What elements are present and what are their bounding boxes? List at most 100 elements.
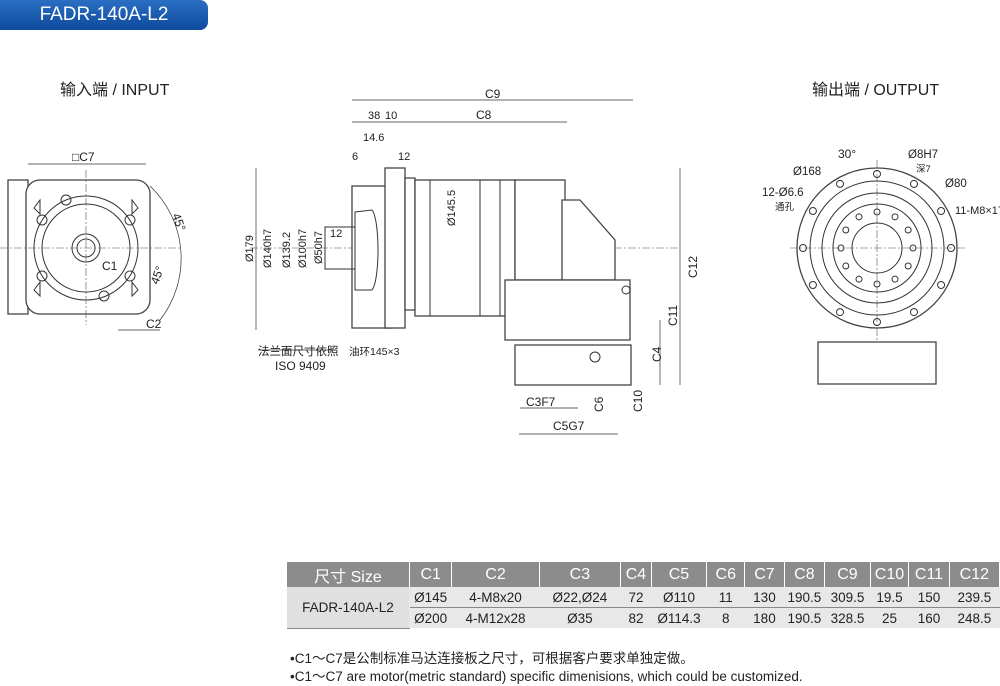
threaded-hole bbox=[904, 262, 912, 270]
threaded-hole bbox=[855, 275, 863, 283]
table-cell-c2: 4-M12x28 bbox=[451, 607, 540, 628]
dimension-table: 尺寸 Size C1 C2 C3 C4 C5 C6 C7 C8 C9 C10 C… bbox=[287, 562, 1000, 629]
table-cell-c2: 4-M8x20 bbox=[451, 587, 540, 608]
flange-note: 法兰面尺寸依照 bbox=[258, 344, 339, 358]
dim-14-6: 14.6 bbox=[363, 132, 384, 144]
pin-depth: 深7 bbox=[916, 164, 931, 175]
threaded-hole bbox=[891, 275, 899, 283]
header-c9: C9 bbox=[824, 562, 871, 587]
table-cell-c11: 160 bbox=[908, 607, 950, 628]
table-cell-c11: 150 bbox=[908, 587, 950, 608]
mounting-hole bbox=[910, 308, 918, 317]
mounting-hole bbox=[910, 179, 918, 188]
output-view: 30° Ø8H7 深7 Ø168 12-Ø6.6 通孔 Ø80 11-M8×17 bbox=[762, 147, 1000, 385]
threaded-hole bbox=[873, 280, 881, 288]
header-c8: C8 bbox=[784, 562, 826, 587]
threaded-hole bbox=[891, 213, 899, 221]
d168-label: Ø168 bbox=[793, 166, 821, 178]
c6-label: C6 bbox=[592, 396, 606, 412]
iso-note: ISO 9409 bbox=[275, 359, 326, 373]
d80-label: Ø80 bbox=[945, 178, 967, 190]
header-c10: C10 bbox=[870, 562, 910, 587]
angle-30: 30° bbox=[838, 147, 856, 161]
dim-10: 10 bbox=[385, 110, 397, 122]
header-c6: C6 bbox=[706, 562, 746, 587]
mounting-hole bbox=[947, 244, 955, 252]
mounting-hole bbox=[873, 170, 881, 178]
dim-38: 38 bbox=[368, 110, 380, 122]
mounting-hole bbox=[937, 281, 946, 289]
mounting-hole bbox=[808, 281, 817, 289]
c1-label: C1 bbox=[102, 259, 118, 273]
table-cell-c7: 180 bbox=[744, 607, 785, 628]
note-english: •C1～C7 are motor(metric standard) specif… bbox=[290, 669, 803, 684]
dim-d179: Ø179 bbox=[244, 235, 256, 262]
dim-6: 6 bbox=[352, 151, 358, 163]
c4-label: C4 bbox=[650, 346, 664, 362]
table-cell-c10: 25 bbox=[870, 607, 910, 628]
dim-d139: Ø139.2 bbox=[281, 232, 293, 268]
angle-45-bottom: 45° bbox=[148, 264, 167, 286]
c12-label: C12 bbox=[686, 256, 700, 278]
holes-label: 12-Ø6.6 bbox=[762, 187, 804, 199]
table-cell-c6: 8 bbox=[706, 607, 746, 628]
oil-ring-note: 油环145×3 bbox=[349, 345, 400, 358]
table-cell-c5: Ø110 bbox=[651, 587, 708, 608]
input-view-title: 输入端 / INPUT bbox=[60, 82, 170, 99]
c9-label: C9 bbox=[485, 87, 501, 101]
pin-label: Ø8H7 bbox=[908, 149, 938, 161]
table-cell-c4: 82 bbox=[620, 607, 652, 628]
table-cell-c12: 248.5 bbox=[949, 607, 1000, 628]
c3-label: C3F7 bbox=[526, 395, 556, 409]
header-c7: C7 bbox=[744, 562, 785, 587]
threaded-hole bbox=[873, 208, 881, 216]
threaded-hole bbox=[904, 226, 912, 234]
header-c3: C3 bbox=[539, 562, 622, 587]
dim-12-inner: 12 bbox=[330, 228, 342, 240]
side-view: C9 38 10 C8 14.6 6 12 12 Ø179 Ø140h7 Ø13… bbox=[244, 87, 700, 435]
c11-label: C11 bbox=[666, 305, 680, 326]
threaded-hole bbox=[909, 244, 917, 252]
threaded-hole bbox=[842, 226, 850, 234]
dim-d50: Ø50h7 bbox=[313, 231, 325, 264]
mounting-hole bbox=[873, 318, 881, 326]
table-cell-c12: 239.5 bbox=[949, 587, 1000, 608]
table-cell-c8: 190.5 bbox=[784, 607, 826, 628]
technical-drawing: □C7 C1 45° 45° C2 C9 38 10 C8 14.6 6 12 … bbox=[0, 87, 1000, 435]
table-header-row: 尺寸 Size C1 C2 C3 C4 C5 C6 C7 C8 C9 C10 C… bbox=[287, 562, 1000, 587]
table-cell-c7: 130 bbox=[744, 587, 785, 608]
mounting-hole bbox=[799, 244, 807, 252]
notes: •C1～C7是公制标准马达连接板之尺寸，可根据客户要求单独定做。 •C1～C7 … bbox=[290, 650, 803, 686]
model-cell: FADR-140A-L2 bbox=[287, 587, 410, 629]
table-cell-c4: 72 bbox=[620, 587, 652, 608]
model-title-badge: FADR-140A-L2 bbox=[0, 0, 208, 30]
c5-label: C5G7 bbox=[553, 419, 585, 433]
table-cell-c10: 19.5 bbox=[870, 587, 910, 608]
header-size: 尺寸 Size bbox=[287, 562, 410, 587]
c10-label: C10 bbox=[631, 390, 645, 412]
threaded-hole bbox=[837, 244, 845, 252]
table-cell-c9: 328.5 bbox=[824, 607, 871, 628]
input-view: □C7 C1 45° 45° C2 bbox=[0, 150, 189, 331]
holes-note: 通孔 bbox=[775, 202, 795, 213]
mounting-hole bbox=[836, 308, 844, 317]
header-c2: C2 bbox=[451, 562, 540, 587]
header-c5: C5 bbox=[651, 562, 708, 587]
table-cell-c1: Ø200 bbox=[409, 607, 453, 628]
table-cell-c8: 190.5 bbox=[784, 587, 826, 608]
mounting-hole bbox=[836, 179, 844, 188]
table-cell-c1: Ø145 bbox=[409, 587, 453, 608]
dim-d100: Ø100h7 bbox=[297, 229, 309, 268]
note-chinese: •C1～C7是公制标准马达连接板之尺寸，可根据客户要求单独定做。 bbox=[290, 651, 694, 666]
header-c11: C11 bbox=[908, 562, 950, 587]
table-cell-c3: Ø22,Ø24 bbox=[539, 587, 622, 608]
angle-45-top: 45° bbox=[169, 211, 188, 233]
c8-label: C8 bbox=[476, 108, 492, 122]
header-c12: C12 bbox=[949, 562, 1000, 587]
mounting-hole bbox=[808, 207, 817, 215]
header-c1: C1 bbox=[409, 562, 453, 587]
threaded-hole bbox=[842, 262, 850, 270]
threads-label: 11-M8×17 bbox=[955, 205, 1000, 217]
